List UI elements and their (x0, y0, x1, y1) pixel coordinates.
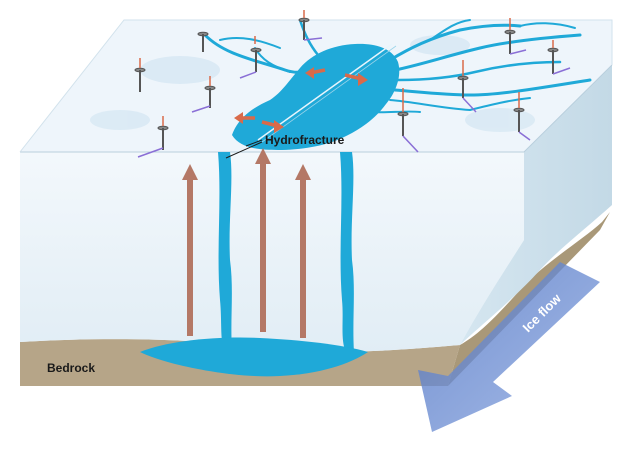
hydrofracture-label: Hydrofracture (265, 133, 345, 147)
gps-station-icon (157, 125, 169, 150)
surface-mottling (90, 35, 535, 132)
gps-station-icon (134, 67, 146, 92)
uplift-arrow-icon (300, 178, 306, 338)
uplift-arrows (182, 148, 311, 338)
gps-station-icon (397, 111, 409, 136)
gps-stations (134, 17, 559, 150)
gps-station-icon (547, 47, 559, 74)
gps-station-icon (204, 85, 216, 108)
hydrofracture-shafts (218, 152, 354, 352)
hydrofracture-leaders (225, 139, 263, 159)
bedrock-label: Bedrock (47, 361, 95, 375)
gps-station-icon (250, 47, 262, 72)
ice-flow-arrow-icon (418, 262, 600, 432)
ice-side-face (460, 65, 612, 345)
subglacial-lake (140, 337, 368, 377)
gps-station-icon (197, 31, 209, 52)
ice-front-face (20, 152, 524, 352)
spreading-arrows (234, 67, 368, 133)
displacement-vectors (137, 10, 571, 158)
gps-station-icon (298, 17, 310, 40)
uplift-arrow-icon (260, 162, 266, 332)
gps-station-icon (457, 75, 469, 98)
uplift-arrow-icon (187, 178, 193, 336)
gps-station-icon (504, 29, 516, 54)
gps-station-icon (513, 107, 525, 132)
